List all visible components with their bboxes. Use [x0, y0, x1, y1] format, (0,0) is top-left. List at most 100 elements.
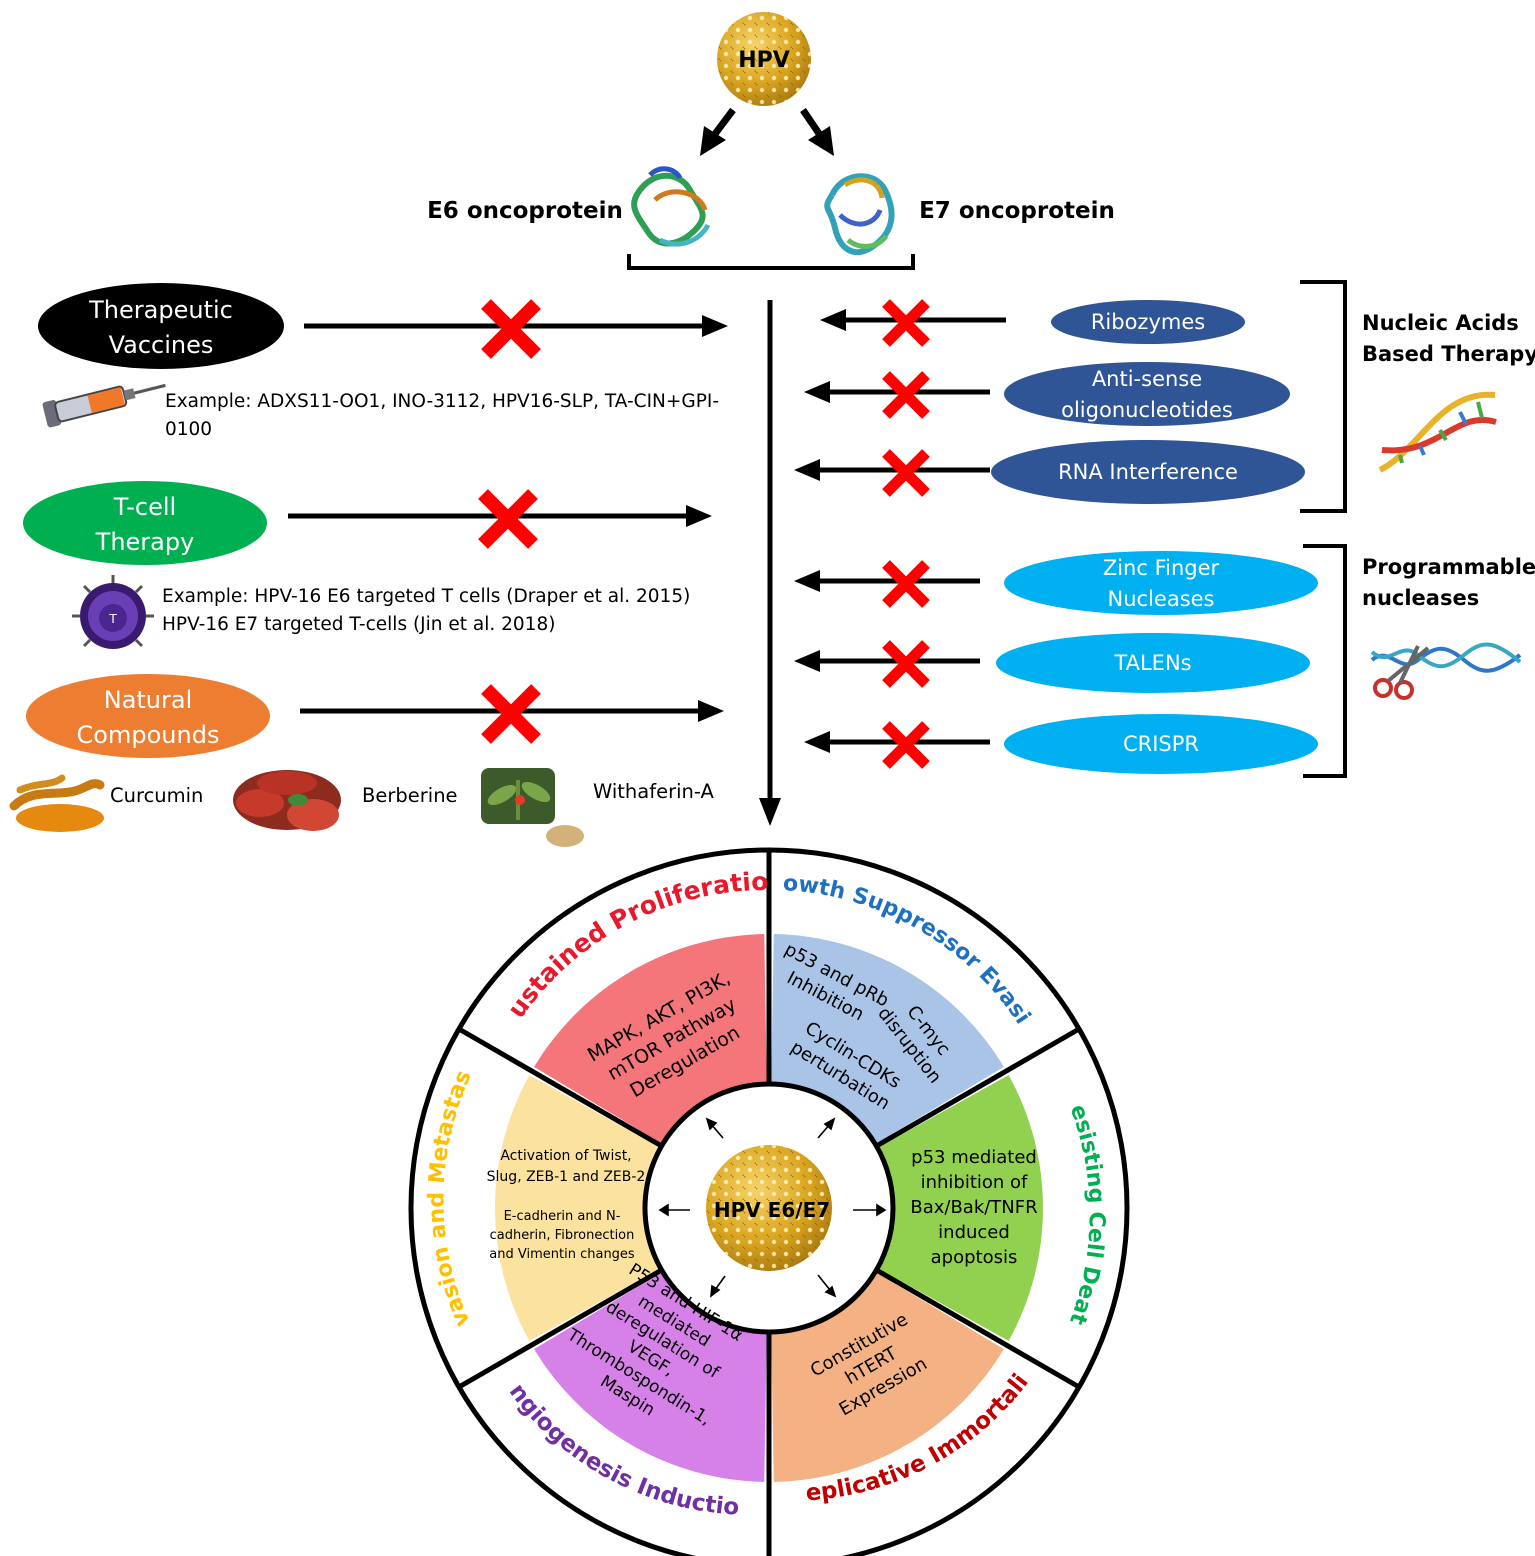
nucleic-acids-bracket — [1300, 280, 1347, 513]
ribozymes-block-cross — [882, 299, 930, 347]
wheel-divider — [457, 1026, 663, 1149]
natural-compounds-label-line: Compounds — [77, 721, 220, 749]
central-arrow — [759, 300, 781, 826]
oncoprotein-bracket — [627, 254, 915, 270]
zinc-finger-nucleases-block-cross — [882, 560, 930, 608]
invasion-and-metastasis-text: Activation of Twist,Slug, ZEB-1 and ZEB-… — [487, 1148, 646, 1185]
resisting-cell-death-text-line: Bax/Bak/TNFR — [910, 1197, 1037, 1218]
ribozymes-pill — [1051, 300, 1245, 344]
center-radiating-arrows — [658, 1117, 887, 1298]
e6-protein-structure-icon — [631, 166, 711, 247]
t-cell-letter: T — [108, 612, 117, 626]
e7-oncoprotein-label: E7 oncoprotein — [919, 198, 1115, 224]
syringe-icon — [42, 383, 166, 428]
berberine-label: Berberine — [362, 784, 458, 807]
zinc-finger-nucleases-arrow — [794, 570, 980, 592]
resisting-cell-death-text-line: p53 mediated — [911, 1147, 1037, 1168]
hpv-virion-center — [706, 1145, 832, 1271]
ribozymes-label-line: Ribozymes — [1091, 310, 1205, 334]
anti-sense-oligonucleotides-pill — [1004, 362, 1290, 426]
angiogenesis-induction-sector — [534, 1271, 767, 1482]
curcumin-icon — [9, 774, 105, 832]
rna-interference-block-cross — [882, 449, 930, 497]
zinc-finger-nucleases-label-line: Zinc Finger — [1103, 556, 1220, 580]
therapeutic-vaccines-example-line: Example: ADXS11-OO1, INO-3112, HPV16-SLP… — [165, 391, 719, 412]
hpv-label: HPV — [738, 48, 790, 73]
wheel-divider — [875, 1026, 1081, 1149]
crispr-group: CRISPR — [804, 714, 1318, 774]
talens-label: TALENs — [1113, 651, 1191, 675]
dna-scissors-icon — [1370, 642, 1522, 700]
t-cell-therapy-example-line: Example: HPV-16 E6 targeted T cells (Dra… — [162, 586, 690, 607]
therapeutic-vaccines-example-line: 0100 — [165, 419, 212, 440]
crispr-label: CRISPR — [1123, 732, 1199, 756]
therapeutic-vaccines-label-line: Vaccines — [109, 331, 214, 359]
crispr-label-line: CRISPR — [1123, 732, 1199, 756]
hpv-virion-top: HPV — [717, 12, 811, 106]
invasion-and-metastasis-title: Invasion and Metastasis — [0, 0, 477, 1330]
t-cell-therapy-arrow — [288, 505, 712, 527]
t-cell-therapy-example-line: HPV-16 E7 targeted T-cells (Jin et al. 2… — [162, 614, 555, 635]
therapeutic-vaccines-block-cross — [481, 299, 541, 359]
talens-pill — [996, 633, 1310, 693]
rna-interference-pill — [991, 440, 1305, 504]
resisting-cell-death-text-line: induced — [938, 1222, 1010, 1243]
hpv-e6-e7-center-label: HPV E6/E7 — [714, 1198, 830, 1222]
wheel-divider — [457, 1267, 663, 1390]
replicative-immortality-sector — [771, 1271, 1004, 1482]
invasion-and-metastasis-text-line: E-cadherin and N- — [504, 1209, 621, 1224]
withaferin-a-icon — [481, 768, 584, 847]
talens-group: TALENs — [794, 633, 1310, 693]
hpv-to-oncoprotein-arrows — [700, 107, 834, 156]
natural-compounds-pill — [26, 674, 270, 758]
resisting-cell-death-text-line: apoptosis — [931, 1247, 1018, 1268]
zinc-finger-nucleases-pill — [1004, 551, 1318, 615]
withaferin-a-label: Withaferin-A — [593, 780, 714, 803]
therapeutic-vaccines-pill — [38, 283, 284, 369]
anti-sense-oligonucleotides-block-cross — [882, 371, 930, 419]
t-cell-therapy-label-line: T-cell — [113, 493, 176, 521]
ribozymes-arrow — [820, 309, 1006, 331]
e7-protein-structure-icon — [824, 173, 895, 256]
therapeutic-vaccines-example: Example: ADXS11-OO1, INO-3112, HPV16-SLP… — [165, 391, 719, 440]
group-label-line: Nucleic Acids — [1362, 311, 1519, 335]
angiogenesis-induction-text: P53 and HIF-1αmediatedderegulation ofVEG… — [551, 1250, 761, 1448]
wheel-divider — [875, 1267, 1081, 1390]
invasion-and-metastasis-text-line: Activation of Twist, — [500, 1148, 631, 1164]
natural-compounds-block-cross — [481, 684, 541, 744]
invasion-and-metastasis-sector — [494, 1075, 661, 1341]
resisting-cell-death-sector — [877, 1075, 1044, 1341]
invasion-and-metastasis-text-line: and Vimentin changes — [489, 1247, 635, 1262]
crispr-block-cross — [882, 721, 930, 769]
rna-interference-label-line: RNA Interference — [1058, 460, 1238, 484]
sustained-proliferation-sector — [534, 934, 767, 1145]
crispr-pill — [1004, 714, 1318, 774]
e6-oncoprotein-label: E6 oncoprotein — [427, 198, 623, 224]
nucleases-bracket — [1303, 544, 1347, 778]
ribozymes-group: Ribozymes — [820, 299, 1245, 347]
zinc-finger-nucleases-label-line: Nucleases — [1108, 587, 1215, 611]
growth-suppressor-evasion-sector — [771, 934, 1004, 1145]
rna-interference-group: RNA Interference — [794, 440, 1305, 504]
t-cell-therapy-label-line: Therapy — [95, 528, 195, 556]
rna-interference-label: RNA Interference — [1058, 460, 1238, 484]
group-label-line: nucleases — [1362, 586, 1479, 610]
t-cell-therapy-block-cross — [478, 489, 538, 549]
natural-compounds-label-line: Natural — [104, 686, 193, 714]
talens-label-line: TALENs — [1113, 651, 1191, 675]
t-cell-icon: T — [72, 575, 154, 649]
anti-sense-oligonucleotides-label-line: oligonucleotides — [1061, 398, 1233, 422]
